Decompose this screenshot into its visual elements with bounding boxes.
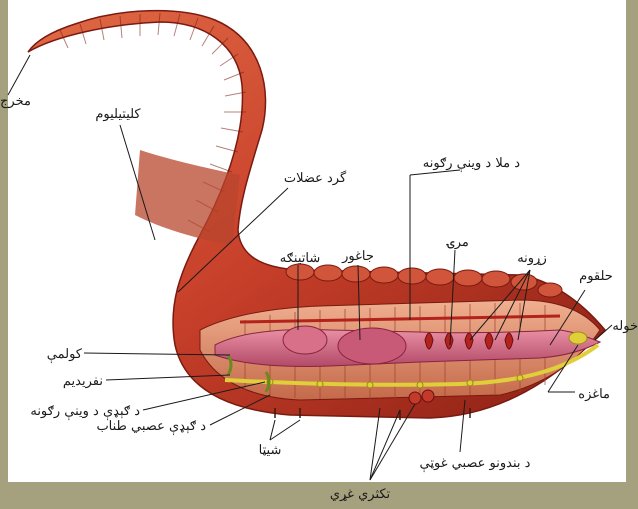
label-mouth: خوله — [612, 319, 638, 334]
label-intestine: کولمې — [47, 347, 83, 363]
earthworm-body — [28, 11, 605, 420]
label-segmental-ganglia: د بندونو عصبي غوټې — [420, 456, 531, 472]
label-dorsal-vessel: د ملا د وینې رګونه — [423, 156, 520, 172]
label-nephridium: نفریدیم — [63, 374, 103, 389]
label-gizzard: جاغور — [341, 249, 374, 264]
label-seminal-vesicle: شاتینګه — [280, 251, 320, 266]
clitellum-band — [135, 150, 240, 245]
label-brain: ماغزه — [578, 387, 610, 402]
label-circular-muscles: گرد عضلات — [284, 170, 347, 186]
label-pharynx: حلقوم — [579, 269, 613, 284]
seminal-vesicle-organ — [283, 326, 327, 354]
brain-organ — [569, 332, 587, 344]
label-ventral-vessel: د ګېډې د وینې رګونه — [30, 404, 140, 420]
label-anus: مخرج — [0, 94, 31, 109]
label-hearts: زړونه — [517, 251, 547, 266]
label-setae: شیټا — [259, 443, 282, 458]
label-esophagus: مرۍ — [445, 235, 469, 250]
label-ventral-nerve-cord: د ګېډې عصبي طناب — [96, 419, 206, 435]
gizzard-organ — [338, 328, 406, 364]
label-clitellum: کلیتیلیوم — [95, 107, 141, 122]
label-ovaries: تکثري غړي — [330, 487, 391, 502]
